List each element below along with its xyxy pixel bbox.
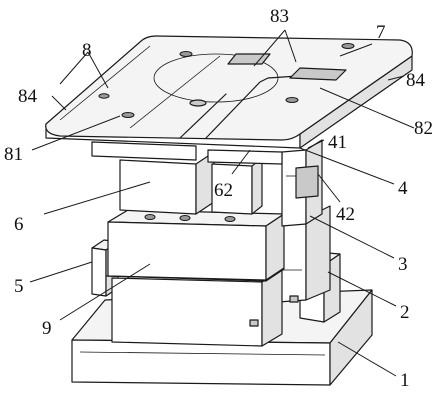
part-8-top-plate	[45, 35, 413, 165]
label-83: 83	[270, 6, 289, 27]
label-41: 41	[328, 132, 347, 153]
leader-lines	[29, 29, 415, 377]
label-81: 81	[4, 144, 23, 165]
label-8: 8	[82, 40, 92, 61]
label-1: 1	[400, 370, 410, 391]
part-9-die-block	[105, 209, 299, 347]
label-84-left: 84	[18, 86, 38, 107]
label-7: 7	[376, 22, 386, 43]
label-42: 42	[336, 204, 355, 225]
part-62-center-post	[211, 157, 263, 215]
label-62: 62	[214, 180, 233, 201]
label-84-right: 84	[406, 70, 426, 91]
label-5: 5	[14, 276, 24, 297]
part-42-slider	[295, 165, 319, 199]
label-2: 2	[400, 302, 410, 323]
label-4: 4	[398, 178, 408, 199]
label-9: 9	[42, 318, 52, 339]
part-6-punch-shank	[119, 151, 215, 215]
label-82: 82	[414, 118, 433, 139]
label-3: 3	[398, 254, 408, 275]
callout-labels: 8 83 7 84 84 82 81 41 62 4 6 42 3 5 9 2 …	[4, 6, 433, 391]
label-6: 6	[14, 214, 24, 235]
